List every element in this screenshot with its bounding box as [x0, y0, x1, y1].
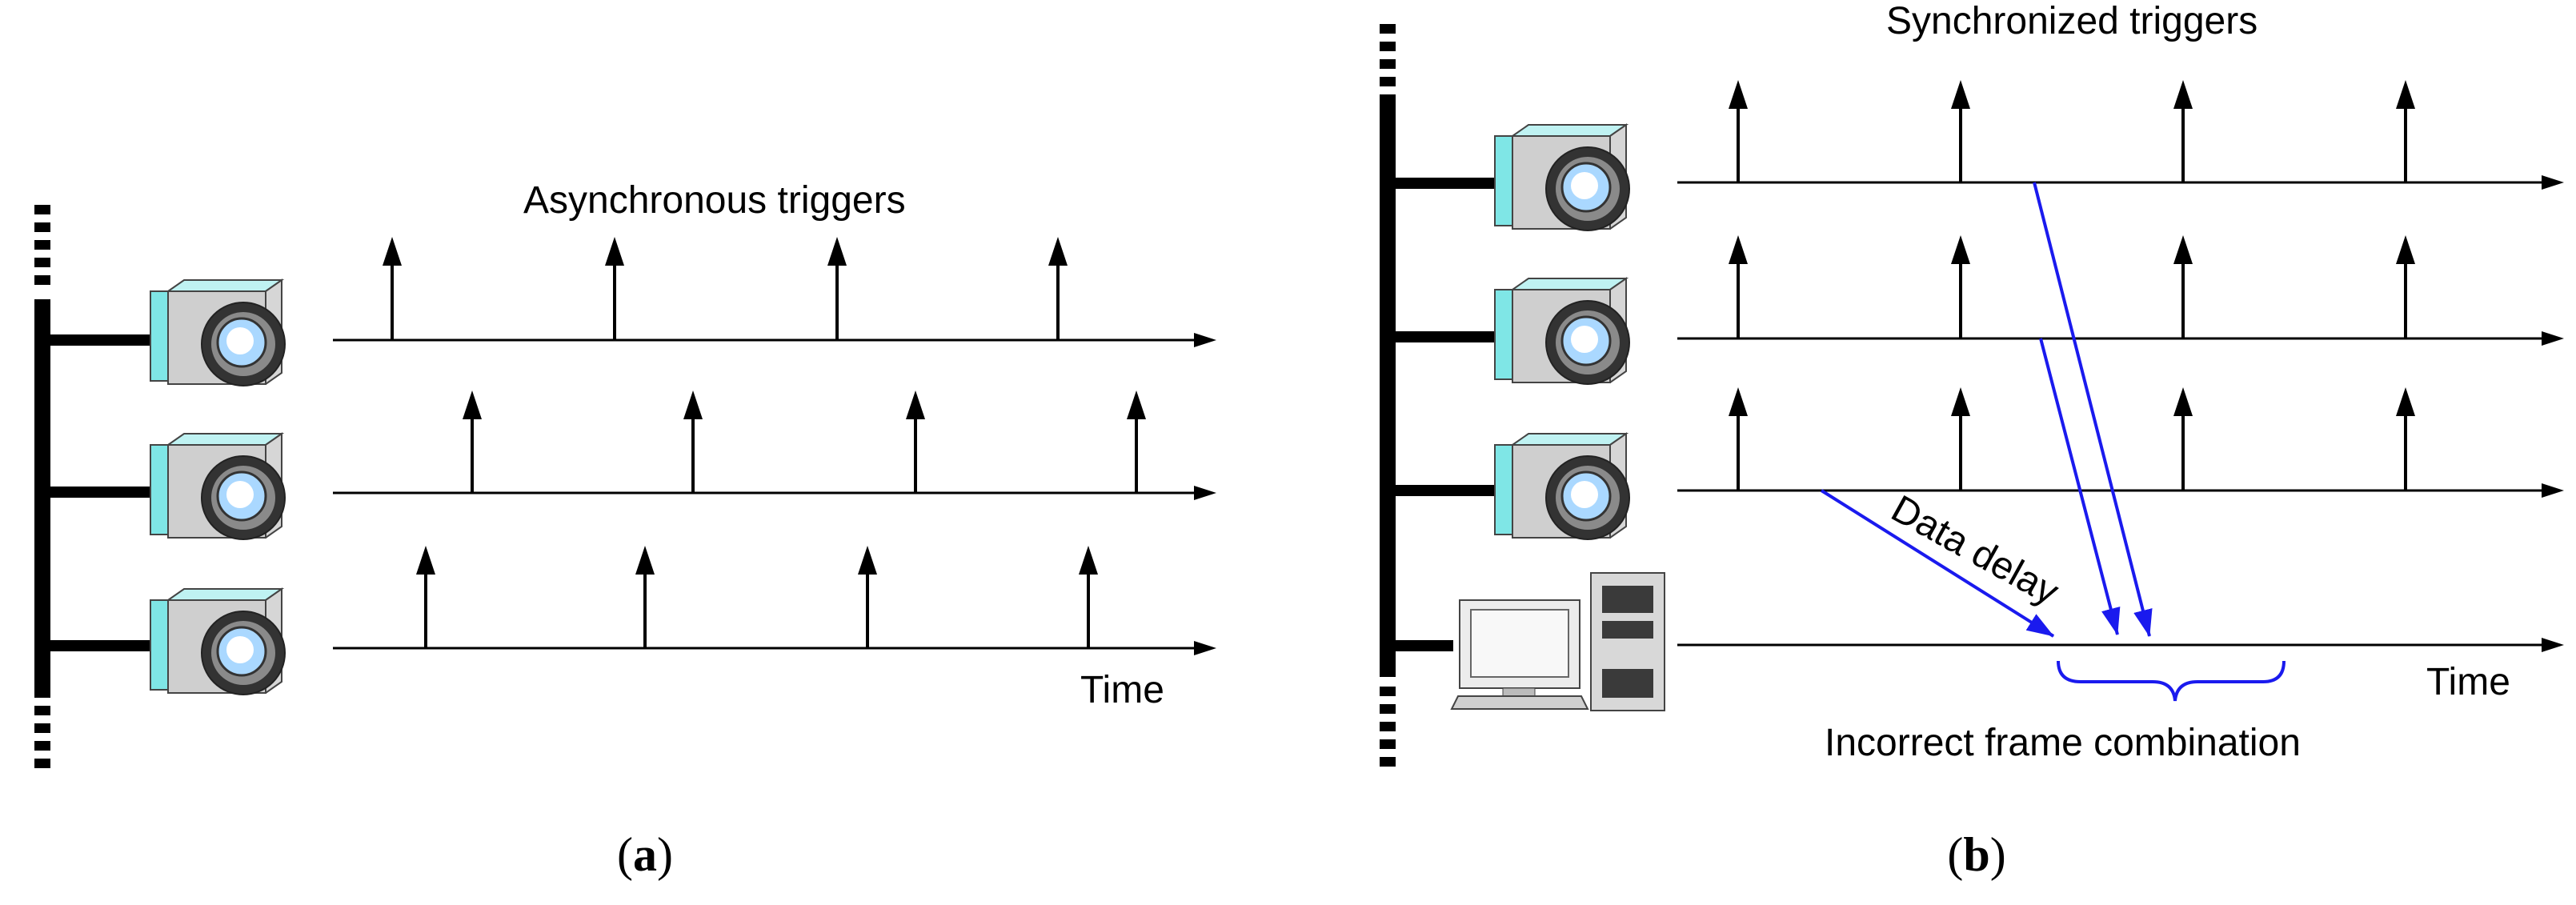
panel-b-caption: (b)	[1947, 828, 2005, 881]
panel-b: Data delay Synchronized triggers Time In…	[1380, 0, 2564, 881]
timelines-b	[1677, 175, 2564, 652]
data-delay-arrows	[1820, 182, 2153, 638]
camera-icon	[149, 432, 286, 541]
trigger-row-b1	[1729, 80, 2415, 182]
panel-a-time-label: Time	[1080, 669, 1164, 711]
frame-brace	[2057, 660, 2286, 702]
timelines-a	[333, 333, 1216, 655]
camera-icon	[149, 278, 286, 387]
trigger-row-b2	[1729, 235, 2415, 338]
panel-a-title: Asynchronous triggers	[523, 179, 906, 222]
panel-b-title: Synchronized triggers	[1886, 0, 2258, 42]
panel-a-caption: (a)	[617, 828, 673, 881]
camera-icon	[1493, 432, 1631, 541]
panel-a: Asynchronous triggers Time (a)	[34, 179, 1216, 881]
trigger-row-a1	[383, 237, 1068, 340]
panel-b-time-label: Time	[2426, 661, 2510, 703]
trigger-row-a3	[416, 546, 1098, 648]
computer-icon	[1451, 572, 1665, 711]
trigger-row-b3	[1729, 387, 2415, 491]
camera-icon	[1493, 277, 1631, 386]
data-delay-label: Data delay	[1885, 487, 2065, 614]
bus-line-b	[1380, 24, 1498, 767]
brace-label: Incorrect frame combination	[1825, 722, 2301, 764]
trigger-row-a2	[463, 390, 1146, 493]
camera-icon	[1493, 123, 1631, 232]
camera-icon	[149, 587, 286, 696]
bus-line-a	[34, 205, 154, 768]
